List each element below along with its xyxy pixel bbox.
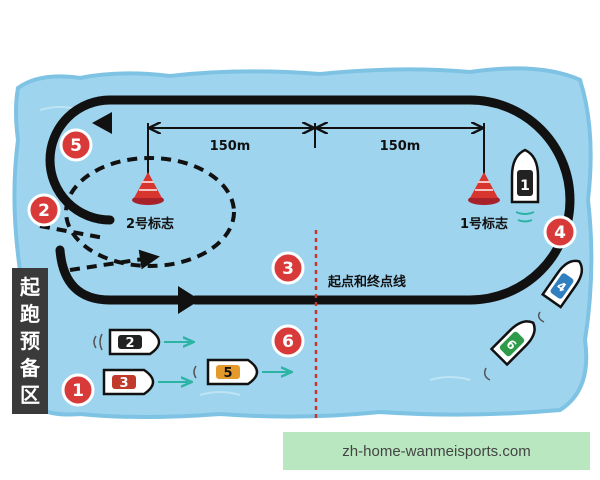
boat-5: 5	[193, 358, 288, 386]
svg-text:3: 3	[282, 259, 294, 279]
distance-label-left: 150m	[210, 139, 251, 154]
track-arrow-bottom	[178, 286, 200, 314]
marker-6: 6	[271, 324, 305, 358]
boat-3: 3	[102, 368, 188, 396]
svg-text:1: 1	[72, 381, 84, 401]
waiting-area-char: 备	[20, 355, 40, 380]
dashed-entry-arrow	[69, 249, 160, 272]
boat-1: 1	[510, 148, 540, 223]
boat-4: 4	[540, 259, 584, 309]
buoy-2-label: 2号标志	[126, 216, 174, 232]
boat-2: 2	[93, 328, 190, 356]
water-wave	[199, 391, 241, 396]
boat-wake	[537, 311, 545, 323]
waiting-area-char: 跑	[20, 302, 40, 327]
marker-1: 1	[61, 373, 95, 407]
water-wave	[429, 376, 471, 381]
svg-text:6: 6	[282, 332, 294, 352]
svg-text:2: 2	[125, 336, 134, 351]
marker-2: 2	[27, 193, 61, 227]
buoy-2	[132, 148, 164, 205]
marker-5: 5	[59, 128, 93, 162]
track-left-segment	[55, 245, 185, 305]
start-waiting-area-label: 起 跑 预 备 区	[12, 268, 48, 414]
marker-3: 3	[271, 251, 305, 285]
svg-text:1: 1	[520, 178, 530, 194]
svg-text:5: 5	[70, 136, 82, 156]
waiting-area-char: 区	[20, 382, 40, 407]
waiting-area-char: 预	[20, 328, 40, 353]
svg-text:2: 2	[38, 201, 50, 221]
marker-4: 4	[543, 215, 577, 249]
buoy-1	[468, 148, 500, 205]
track-arrow-top-left	[92, 112, 112, 134]
dashed-start-arrow	[39, 224, 105, 240]
svg-text:4: 4	[554, 223, 566, 243]
svg-text:3: 3	[119, 376, 128, 391]
svg-text:5: 5	[223, 366, 232, 381]
start-finish-label: 起点和终点线	[327, 274, 406, 290]
boat-wake	[483, 367, 491, 381]
buoy-1-label: 1号标志	[460, 216, 508, 232]
distance-label-right: 150m	[380, 139, 421, 154]
boat-6: 6	[489, 320, 536, 367]
watermark-banner: zh-home-wanmeisports.com	[283, 432, 590, 470]
waiting-area-char: 起	[20, 275, 40, 300]
race-track-loop	[45, 95, 575, 305]
